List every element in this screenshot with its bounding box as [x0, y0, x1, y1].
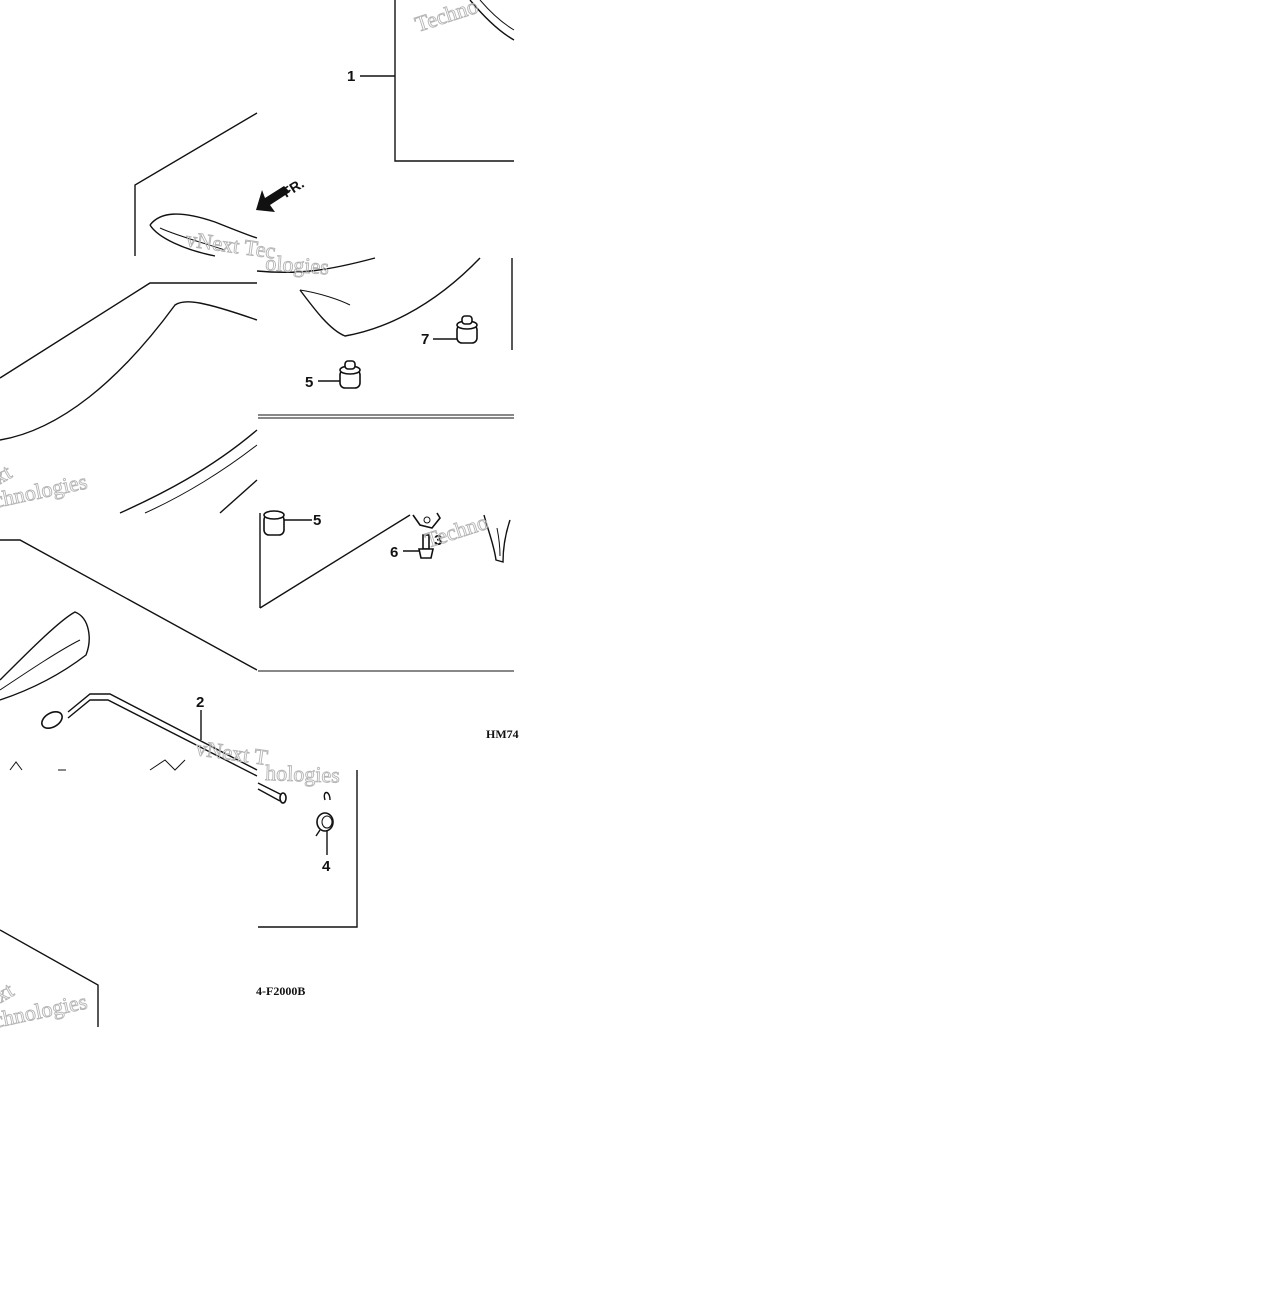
callout-1: 1 — [347, 68, 355, 85]
diagram-code-fragment: 4-F2000B — [256, 984, 305, 998]
watermark: vNext Tec — [184, 226, 277, 263]
callout-2: 2 — [196, 694, 204, 711]
tile-mount-area: 5 3 6 Techno — [258, 417, 514, 672]
tile-seat-underside: 7 5 ologies — [256, 250, 514, 416]
callout-6: 6 — [390, 544, 398, 561]
callout-4: 4 — [322, 858, 331, 875]
watermark: ologies — [265, 250, 330, 279]
callout-3: 3 — [434, 532, 442, 549]
spring-4 — [315, 791, 334, 837]
hook-latch — [483, 514, 511, 563]
watermark: chnologies — [0, 469, 89, 513]
tile-spring: 4 hologies — [257, 760, 358, 928]
grommet-5-upper — [339, 360, 361, 389]
bolt-6 — [418, 534, 434, 559]
tile-seat-front: FR. vNext Tec — [134, 112, 307, 264]
callout-5-upper: 5 — [305, 374, 313, 391]
grommet-5-lower — [263, 510, 285, 536]
watermark: vNext T — [194, 735, 270, 770]
bracket-3 — [412, 512, 441, 529]
grommet-7 — [456, 315, 478, 344]
tile-seat-top: 1 Techno — [347, 0, 515, 162]
front-arrow-icon — [256, 186, 290, 212]
tile-seat-body-left: ext chnologies — [0, 282, 258, 514]
latch-cable-2 — [41, 693, 258, 777]
diagram-code-fragment: HM74 — [486, 727, 519, 741]
tile-bottom-left: ext chnologies — [0, 929, 99, 1033]
callout-5-lower: 5 — [313, 512, 321, 529]
tile-seat-rear: 2 vNext T — [0, 539, 270, 777]
watermark: Techno — [412, 0, 481, 37]
front-label: FR. — [279, 175, 307, 201]
callout-7: 7 — [421, 331, 429, 348]
watermark: hologies — [265, 760, 340, 788]
